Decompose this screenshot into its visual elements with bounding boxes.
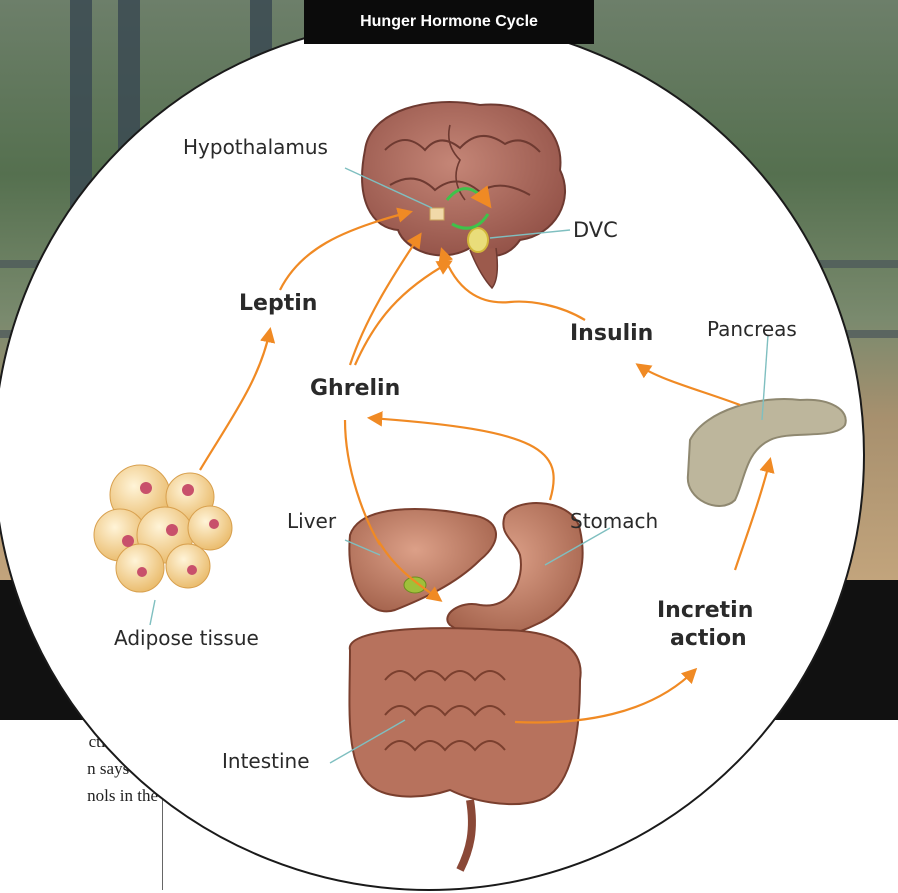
diagram-title: Hunger Hormone Cycle xyxy=(304,0,594,44)
stomach-label: Stomach xyxy=(570,509,658,533)
insulin-label: Insulin xyxy=(570,321,653,346)
adipose-tissue-label: Adipose tissue xyxy=(114,626,259,650)
pancreas-label: Pancreas xyxy=(707,317,797,341)
incretin-label-line1: Incretin xyxy=(657,598,753,623)
intestine-label: Intestine xyxy=(222,749,310,773)
leptin-label: Leptin xyxy=(239,291,317,316)
incretin-label-line2: action xyxy=(670,626,747,651)
dvc-label: DVC xyxy=(573,218,618,242)
hypothalamus-label: Hypothalamus xyxy=(183,135,328,159)
liver-label: Liver xyxy=(287,509,337,533)
ghrelin-label: Ghrelin xyxy=(310,376,400,401)
